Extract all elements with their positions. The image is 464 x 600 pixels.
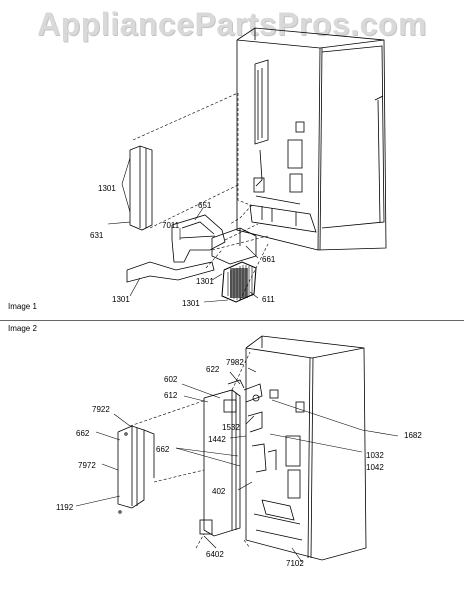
image2-dashed-leaders [129, 351, 251, 549]
image2-cabinet [245, 335, 367, 561]
callout-1301-c: 1301 [196, 277, 214, 286]
callout-651: 651 [198, 201, 212, 210]
image1-callout-leaders [107, 157, 259, 303]
callout-602: 602 [164, 375, 178, 384]
callout-1032: 1032 [366, 451, 384, 460]
callout-7011: 7011 [162, 221, 180, 230]
callout-1301-d: 1301 [182, 299, 200, 308]
callout-1682: 1682 [404, 431, 422, 440]
section-divider [0, 320, 464, 321]
callout-7972: 7972 [78, 461, 96, 470]
callout-662-b: 662 [156, 445, 170, 454]
callout-1192: 1192 [56, 503, 74, 512]
callout-1532: 1532 [222, 423, 240, 432]
image1-parts [126, 145, 257, 303]
image2-side-cover [199, 379, 267, 537]
callout-7102: 7102 [286, 559, 304, 568]
watermark-logo: AppliancePartsPros.com [37, 6, 427, 42]
callout-622: 622 [206, 365, 220, 374]
image2-left-channel [117, 425, 155, 514]
callout-6402: 6402 [206, 550, 224, 559]
callout-612: 612 [164, 391, 178, 400]
callout-662-a: 662 [76, 429, 90, 438]
image2-callout-leaders [75, 367, 363, 563]
callout-631: 631 [90, 231, 104, 240]
image1-cabinet [236, 27, 387, 251]
callout-611: 611 [262, 295, 275, 304]
callout-1301-b: 1301 [112, 295, 130, 304]
image1-label: Image 1 [8, 302, 37, 311]
callout-7922: 7922 [92, 405, 110, 414]
callout-661: 661 [262, 255, 276, 264]
callout-1042: 1042 [366, 463, 384, 472]
callout-402: 402 [212, 487, 226, 496]
callout-7982: 7982 [226, 358, 244, 367]
image2-label: Image 2 [8, 324, 37, 333]
callout-1301-a: 1301 [98, 184, 116, 193]
callout-1442: 1442 [208, 435, 226, 444]
